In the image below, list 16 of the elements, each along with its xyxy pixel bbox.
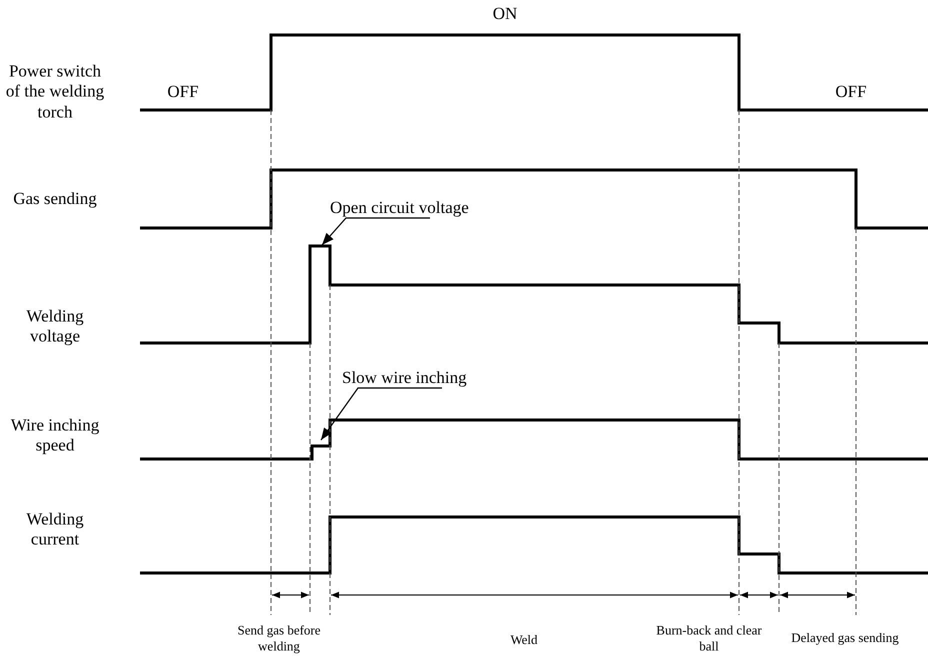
phase-label: Delayed gas sending	[790, 630, 900, 646]
phase-label: Burn-back and clear ball	[655, 622, 763, 654]
state-label: OFF	[166, 82, 200, 102]
signal-name: Wire inching speed	[10, 416, 100, 456]
signal-name: Power switch of the welding torch	[5, 61, 105, 123]
signal-name: Welding current	[25, 510, 85, 550]
signal-name: Welding voltage	[25, 306, 85, 348]
phase-label: Send gas before welding	[236, 622, 322, 654]
leader-line	[322, 217, 430, 246]
callout-text: Slow wire inching	[342, 368, 467, 388]
top-label: ON	[492, 4, 518, 24]
state-label: OFF	[834, 82, 868, 102]
leader-line	[320, 387, 442, 440]
signal-name: Gas sending	[12, 188, 98, 210]
phase-label: Weld	[509, 632, 539, 648]
callout-text: Open circuit voltage	[330, 198, 469, 218]
